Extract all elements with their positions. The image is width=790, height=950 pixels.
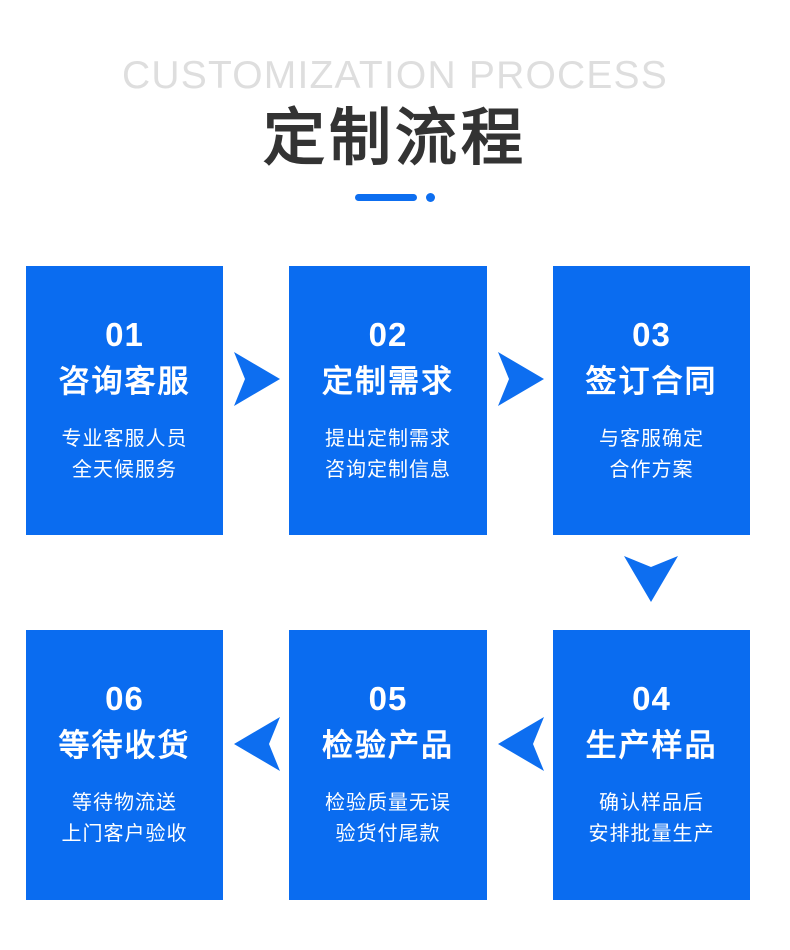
- step-title: 检验产品: [322, 728, 454, 763]
- step-title: 咨询客服: [58, 363, 191, 399]
- step-description-line: 上门客户验收: [61, 823, 188, 845]
- divider-dot: [426, 192, 435, 202]
- step-description: 检验质量无误 验货付尾款: [325, 788, 451, 850]
- step-title: 等待收货: [58, 728, 191, 763]
- process-step-card-04[interactable]: 04 生产样品 确认样品后 安排批量生产: [553, 630, 750, 900]
- step-description-line: 验货付尾款: [335, 823, 441, 845]
- step-description-line: 咨询定制信息: [325, 458, 451, 481]
- step-number: 03: [632, 315, 671, 353]
- process-step-card-02[interactable]: 02 定制需求 提出定制需求 咨询定制信息: [289, 266, 487, 535]
- step-description-line: 等待物流送: [72, 792, 177, 814]
- step-description-line: 与客服确定: [599, 427, 704, 450]
- process-step-card-06[interactable]: 06 等待收货 等待物流送 上门客户验收: [26, 630, 223, 900]
- arrow-left-icon: [498, 716, 544, 772]
- step-title: 签订合同: [585, 363, 718, 399]
- step-description: 提出定制需求 咨询定制信息: [325, 424, 451, 486]
- step-description: 与客服确定 合作方案: [599, 424, 704, 486]
- title-divider: [0, 190, 790, 204]
- arrow-right-icon: [234, 351, 280, 407]
- process-step-card-05[interactable]: 05 检验产品 检验质量无误 验货付尾款: [289, 630, 487, 900]
- step-description: 专业客服人员 全天候服务: [62, 424, 188, 486]
- page-header: CUSTOMIZATION PROCESS 定制流程: [0, 0, 790, 230]
- divider-bar: [355, 193, 417, 201]
- step-number: 05: [368, 680, 408, 717]
- step-description-line: 检验质量无误: [325, 792, 451, 814]
- step-number: 01: [105, 315, 144, 353]
- process-step-card-03[interactable]: 03 签订合同 与客服确定 合作方案: [553, 266, 750, 535]
- step-description-line: 专业客服人员: [61, 427, 188, 450]
- arrow-left-icon: [234, 716, 280, 772]
- step-title: 定制需求: [322, 363, 454, 399]
- step-description: 确认样品后 安排批量生产: [589, 788, 715, 850]
- step-description-line: 确认样品后: [599, 792, 704, 814]
- step-number: 02: [368, 315, 408, 353]
- page-title: 定制流程: [262, 104, 527, 173]
- header-eyebrow-text: CUSTOMIZATION PROCESS: [122, 54, 668, 97]
- step-description-line: 提出定制需求: [325, 427, 451, 450]
- step-description-line: 全天候服务: [72, 458, 177, 481]
- step-description-line: 合作方案: [609, 458, 694, 481]
- step-description: 等待物流送 上门客户验收: [62, 788, 188, 850]
- step-number: 06: [105, 680, 144, 717]
- arrow-down-icon: [623, 556, 679, 602]
- process-step-card-01[interactable]: 01 咨询客服 专业客服人员 全天候服务: [26, 266, 223, 535]
- step-number: 04: [632, 680, 671, 717]
- arrow-right-icon: [498, 351, 544, 407]
- step-title: 生产样品: [585, 728, 718, 763]
- step-description-line: 安排批量生产: [588, 823, 715, 845]
